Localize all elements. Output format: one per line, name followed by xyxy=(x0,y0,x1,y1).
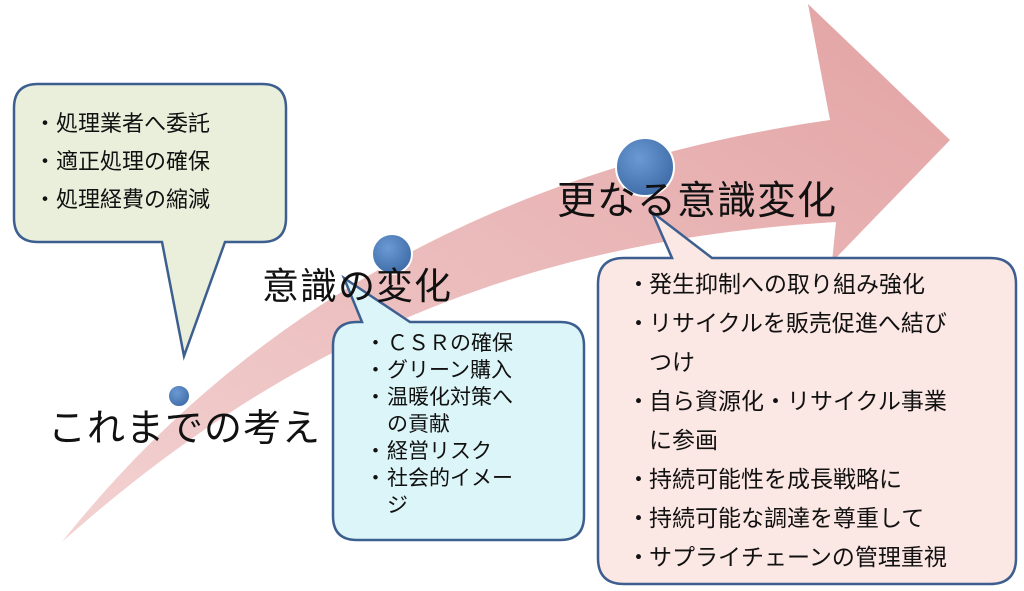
list-item: ・ＣＳＲの確保 xyxy=(365,331,513,355)
progress-arrow xyxy=(62,4,950,542)
list-item: ・リサイクルを販売促進へ結びつけ xyxy=(627,311,947,376)
bubble-3-list: ・発生抑制への取り組み強化 ・リサイクルを販売促進へ結びつけ ・自ら資源化・リサ… xyxy=(627,266,947,578)
list-item: ・持続可能な調達を尊重して xyxy=(627,506,925,532)
list-item: ・社会的イメージ xyxy=(365,466,513,517)
list-item: ・温暖化対策への貢献 xyxy=(365,385,513,436)
bubble-2-list: ・ＣＳＲの確保 ・グリーン購入 ・温暖化対策への貢献 ・経営リスク ・社会的イメ… xyxy=(365,330,513,519)
list-item: ・適正処理の確保 xyxy=(34,150,211,175)
callout-bubble-2 xyxy=(331,274,586,542)
list-item: ・持続可能性を成長戦略に xyxy=(627,467,902,493)
stage-label-1: これまでの考え xyxy=(48,406,322,450)
list-item: ・グリーン購入 xyxy=(365,358,512,382)
list-item: ・処理業者へ委託 xyxy=(34,112,211,137)
list-item: ・経営リスク xyxy=(365,439,492,463)
stage-label-2: 意識の変化 xyxy=(262,265,452,308)
stage-label-3: 更なる意識変化 xyxy=(557,179,838,224)
stage-dot-2 xyxy=(371,233,413,275)
bubble-1-list: ・処理業者へ委託 ・適正処理の確保 ・処理経費の縮減 xyxy=(34,106,210,220)
list-item: ・発生抑制への取り組み強化 xyxy=(627,272,925,298)
list-item: ・処理経費の縮減 xyxy=(34,188,211,213)
list-item: ・自ら資源化・リサイクル事業に参画 xyxy=(627,389,947,454)
stage-dot-3 xyxy=(615,137,675,197)
list-item: ・サプライチェーンの管理重視 xyxy=(627,545,947,571)
stage-dot-1 xyxy=(167,384,191,408)
callout-bubble-1 xyxy=(12,82,288,361)
callout-bubble-3 xyxy=(596,208,1018,586)
